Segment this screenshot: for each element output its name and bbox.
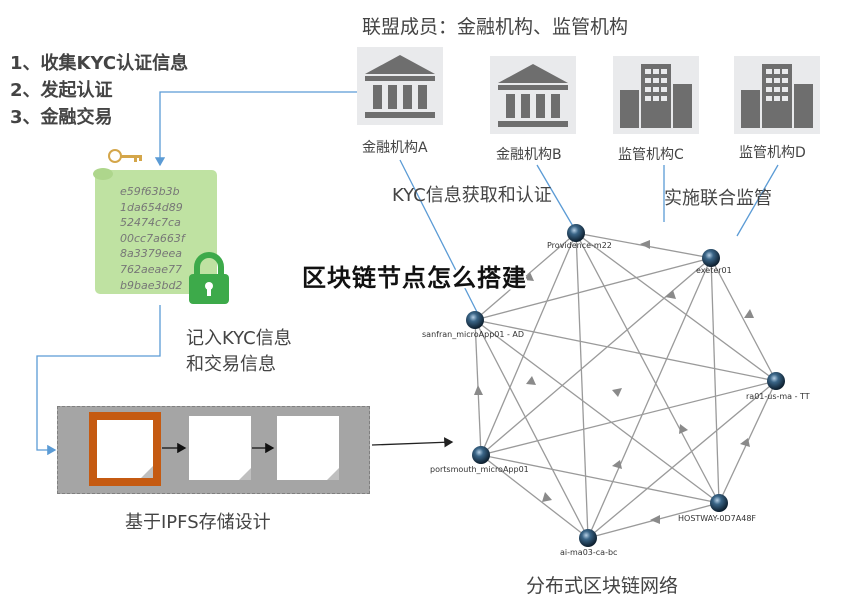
node-label-portsmouth: portsmouth_microApp01 <box>430 465 529 474</box>
node-label-ra01: ra01-us-ma - TT <box>746 392 810 401</box>
hash-line: b9bae3bd2 <box>120 278 183 292</box>
building-icon <box>620 64 692 128</box>
node-label-hostway: HOSTWAY-0D7A48F <box>678 514 757 523</box>
connector-scroll-to-ipfs <box>36 305 161 456</box>
connector-ipfs-to-network <box>371 437 454 448</box>
key-icon <box>108 149 142 163</box>
hash-line: 8a3379eea <box>120 247 183 261</box>
record-label: 记入KYC信息 和交易信息 <box>186 326 292 378</box>
alliance-title: 联盟成员：金融机构、监管机构 <box>362 16 629 38</box>
hash-line: 1da654d89 <box>120 200 183 214</box>
network-node <box>466 311 484 329</box>
hash-line: 00cc7a663f <box>120 231 185 245</box>
ipfs-documents <box>89 412 339 486</box>
institution-b-card <box>490 56 576 134</box>
institution-c-card <box>613 56 699 134</box>
institution-d-card <box>734 56 820 134</box>
document-icon <box>189 416 251 480</box>
node-label-exeter: exeter01 <box>696 266 732 275</box>
node-label-aimas: ai-ma03-ca-bc <box>560 548 618 557</box>
connector-bank-to-scroll <box>154 91 357 167</box>
network-node <box>579 529 597 547</box>
record-label-line: 记入KYC信息 <box>186 328 292 349</box>
hash-line: 762aeae77 <box>120 262 183 276</box>
step-item: 3、金融交易 <box>10 107 113 128</box>
network-node <box>472 446 490 464</box>
connector-bank-b <box>536 164 575 229</box>
node-label-sanfran: sanfran_microApp01 - AD <box>422 330 525 339</box>
network-label: 分布式区块链网络 <box>526 575 679 597</box>
bank-icon <box>498 64 568 127</box>
hash-line: 52474c7ca <box>120 216 181 230</box>
steps-list: 1、收集KYC认证信息 2、发起认证 3、金融交易 <box>10 50 188 131</box>
institution-d-label: 监管机构D <box>739 145 806 161</box>
supervision-label: 实施联合监管 <box>664 188 772 209</box>
record-label-line: 和交易信息 <box>186 354 276 375</box>
overlay-title: 区块链节点怎么搭建 <box>302 264 527 292</box>
kyc-auth-label: KYC信息获取和认证 <box>392 185 552 206</box>
network-node <box>767 372 785 390</box>
hash-line: e59f63b3b <box>120 185 180 198</box>
step-item: 2、发起认证 <box>10 80 113 101</box>
building-icon <box>741 64 813 128</box>
node-label-providence: Providence-m22 <box>547 241 612 250</box>
institution-a-label: 金融机构A <box>362 140 428 156</box>
network-node <box>702 249 720 267</box>
institution-c-label: 监管机构C <box>618 147 684 163</box>
connector-reg-d <box>736 164 779 237</box>
institution-b-label: 金融机构B <box>496 147 562 163</box>
bank-icon <box>365 55 435 118</box>
ipfs-label: 基于IPFS存储设计 <box>125 512 271 533</box>
document-icon <box>277 416 339 480</box>
network-node <box>567 224 585 242</box>
network-nodes <box>466 224 785 547</box>
hash-list: e59f63b3b 1da654d89 52474c7ca 00cc7a663f… <box>120 184 185 293</box>
lock-icon <box>189 252 229 304</box>
connector-bank-a <box>399 159 479 315</box>
step-item: 1、收集KYC认证信息 <box>10 53 189 74</box>
network-node <box>710 494 728 512</box>
institution-a-card <box>357 47 443 125</box>
